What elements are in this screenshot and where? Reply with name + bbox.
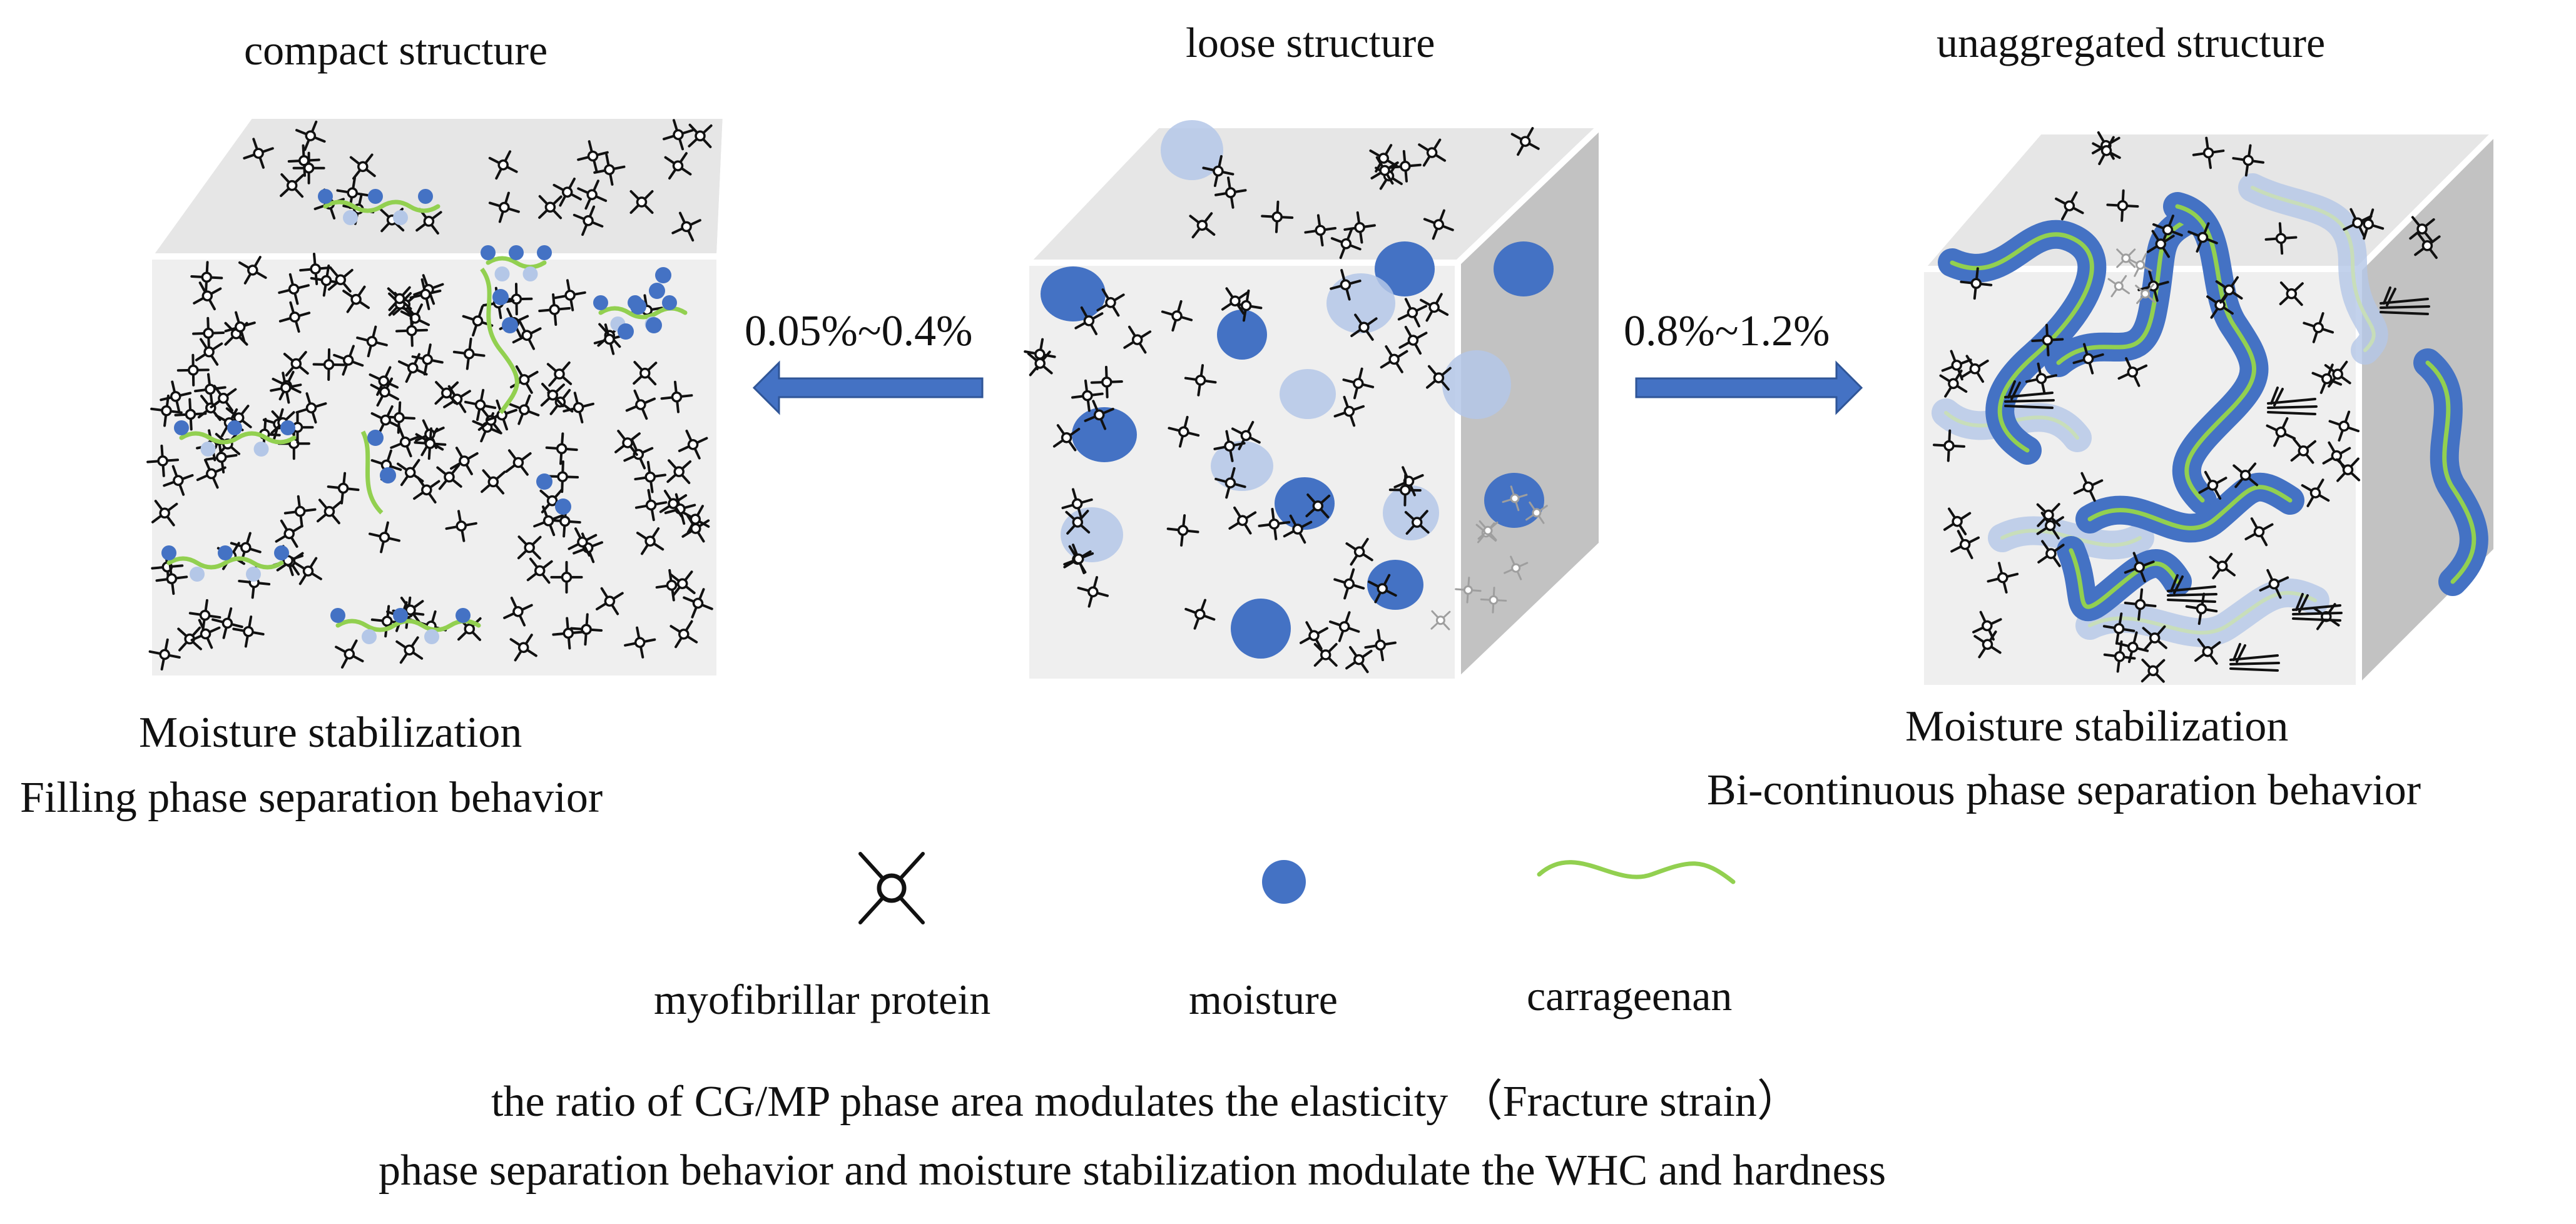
moisture-droplet xyxy=(649,283,665,299)
caption-right-1: Moisture stabilization xyxy=(1905,702,2289,751)
caption-right-2: Bi-continuous phase separation behavior xyxy=(1707,766,2421,814)
moisture-droplet xyxy=(522,266,538,281)
moisture-droplet xyxy=(174,420,189,435)
carrageenan-strand xyxy=(323,200,440,213)
moisture-droplet xyxy=(1367,560,1423,610)
carrageenan-strand xyxy=(1950,232,2094,453)
moisture-droplet xyxy=(253,442,269,457)
moisture-droplet xyxy=(318,189,333,204)
moisture-droplet xyxy=(367,430,384,446)
moisture-droplet xyxy=(1375,241,1435,296)
moisture-droplet xyxy=(630,298,646,315)
moisture-droplet xyxy=(492,289,509,305)
title-compact: compact structure xyxy=(244,26,548,74)
carrageenan-strand xyxy=(2175,204,2256,503)
moisture-droplet xyxy=(280,420,295,435)
legend-moisture-icon xyxy=(1262,860,1306,904)
arrow-left xyxy=(752,360,984,415)
caption-left-1: Moisture stabilization xyxy=(139,709,522,757)
moisture-droplet xyxy=(509,245,524,260)
moisture-droplet xyxy=(662,295,677,310)
moisture-droplet xyxy=(227,420,242,435)
moisture-droplet xyxy=(502,317,518,333)
moisture-droplet xyxy=(274,545,289,560)
moisture-droplet xyxy=(456,608,471,623)
legend-carrageenan-icon xyxy=(1537,860,1736,884)
moisture-droplet xyxy=(393,210,408,225)
moisture-droplet xyxy=(368,189,383,204)
moisture-droplet xyxy=(246,567,261,582)
moisture-droplet xyxy=(494,266,510,281)
moisture-droplet xyxy=(537,245,552,260)
caption-left-2: Filling phase separation behavior xyxy=(20,774,603,822)
moisture-droplet xyxy=(1211,441,1273,491)
carrageenan-strand xyxy=(2069,548,2180,609)
moisture-droplet xyxy=(418,189,433,204)
moisture-droplet xyxy=(1231,599,1291,659)
moisture-droplet xyxy=(536,473,552,490)
moisture-droplet xyxy=(424,629,439,644)
carrageenan-strand xyxy=(2251,186,2376,352)
legend-carrageenan-label: carrageenan xyxy=(1527,972,1733,1019)
moisture-droplet xyxy=(380,467,396,483)
footer-line-2: phase separation behavior and moisture s… xyxy=(379,1146,1886,1195)
carrageenan-strand xyxy=(2056,216,2192,365)
arrow-right-label: 0.8%~1.2% xyxy=(1624,307,1830,355)
moisture-droplet xyxy=(1494,241,1554,296)
cube-loose xyxy=(1019,118,1610,689)
legend-moisture-label: moisture xyxy=(1189,976,1338,1023)
moisture-droplet xyxy=(655,267,671,283)
moisture-droplet xyxy=(1275,477,1335,530)
moisture-droplet xyxy=(190,567,205,582)
moisture-droplet xyxy=(646,317,662,333)
moisture-droplet xyxy=(218,545,233,560)
carrageenan-strand xyxy=(480,267,519,415)
arrow-right xyxy=(1635,360,1863,415)
moisture-droplet xyxy=(343,210,358,225)
moisture-droplet xyxy=(1161,120,1223,180)
legend-protein-label: myofibrillar protein xyxy=(654,976,991,1023)
carrageenan-strand xyxy=(486,256,547,270)
moisture-droplet xyxy=(555,498,571,515)
carrageenan-strand xyxy=(360,430,384,515)
cube-compact xyxy=(143,113,730,682)
moisture-droplet xyxy=(481,245,496,260)
moisture-droplet xyxy=(362,629,377,644)
moisture-droplet xyxy=(200,442,216,457)
carrageenan-strand xyxy=(335,619,481,632)
carrageenan-strand xyxy=(166,556,284,570)
title-loose: loose structure xyxy=(1186,19,1435,66)
carrageenan-strand xyxy=(2425,360,2477,584)
arrow-left-label: 0.05%~0.4% xyxy=(745,307,973,355)
title-unaggregated: unaggregated structure xyxy=(1937,19,2326,66)
footer-line-1: the ratio of CG/MP phase area modulates … xyxy=(491,1078,1801,1126)
moisture-droplet xyxy=(1442,350,1511,419)
moisture-droplet xyxy=(393,608,408,623)
carrageenan-strand xyxy=(2087,485,2293,530)
moisture-droplet xyxy=(1217,310,1267,360)
moisture-droplet xyxy=(1041,266,1106,321)
moisture-droplet xyxy=(618,323,634,340)
cube-unaggregated xyxy=(1914,123,2505,696)
carrageenan-strand xyxy=(179,431,297,445)
moisture-droplet xyxy=(1280,369,1336,419)
carrageenan-strand xyxy=(2088,590,2317,635)
legend-protein-icon xyxy=(860,854,923,923)
moisture-droplet xyxy=(161,545,176,560)
moisture-droplet xyxy=(330,608,345,623)
moisture-droplet xyxy=(1383,485,1439,540)
moisture-droplet xyxy=(593,295,608,310)
